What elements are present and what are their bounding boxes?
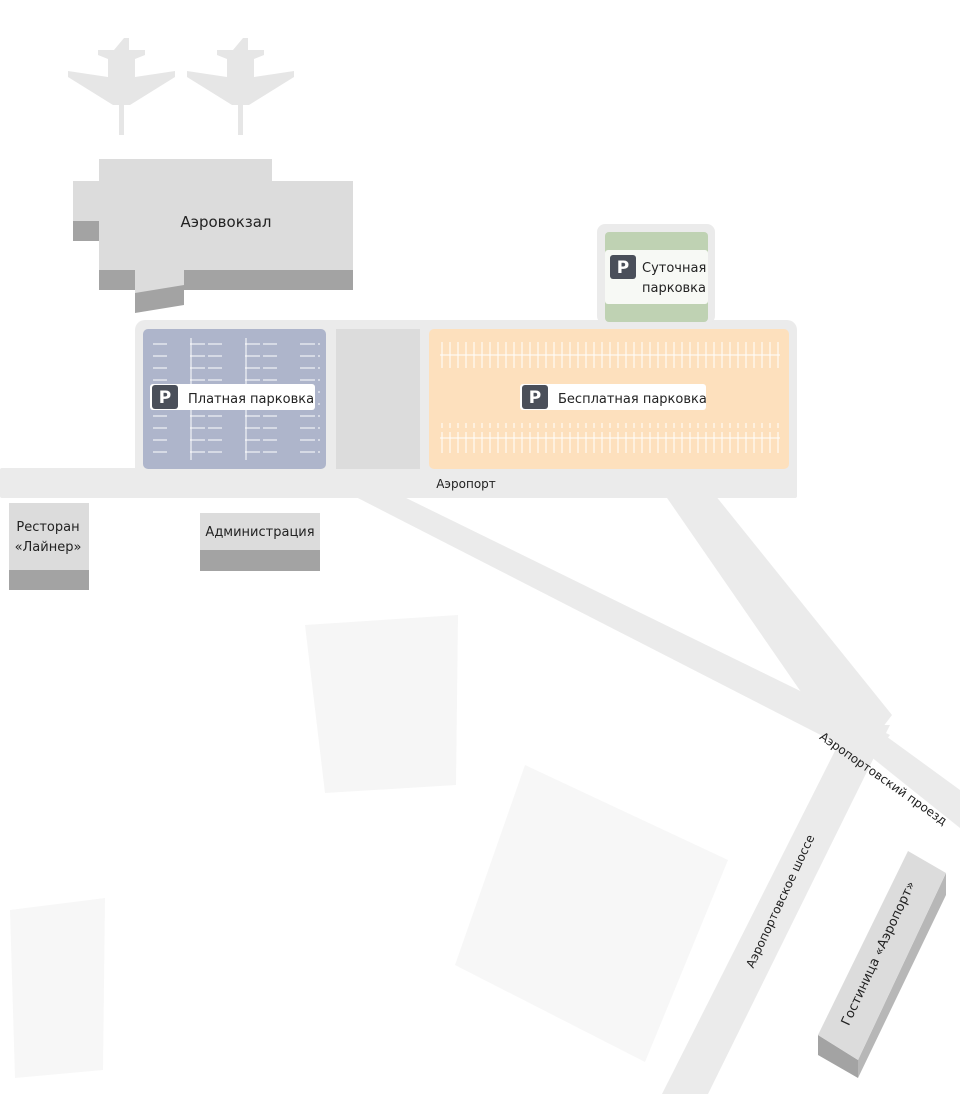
parking-icon-letter: P	[529, 388, 541, 408]
daily-parking-text-line2: парковка	[642, 281, 706, 296]
administration-building: Администрация	[200, 513, 320, 571]
airplane-icon	[68, 38, 175, 135]
street-label-airport-highway: Аэропортовское шоссе	[743, 833, 817, 971]
administration-label: Администрация	[205, 525, 314, 540]
terminal-label: Аэровокзал	[180, 213, 271, 231]
free-parking-text: Бесплатная парковка	[558, 392, 707, 407]
background-blocks	[10, 615, 728, 1078]
daily-parking-label[interactable]: P Суточная парковка	[605, 250, 708, 304]
terminal-building: Аэровокзал	[73, 159, 353, 313]
parking-icon-letter: P	[617, 258, 629, 278]
parking-icon-letter: P	[159, 388, 171, 408]
airplane-icon	[187, 38, 294, 135]
restaurant-building: Ресторан «Лайнер»	[9, 503, 89, 590]
hotel-building: Гостиница «Аэропорт»	[818, 851, 946, 1078]
parking-icon	[522, 385, 548, 409]
free-parking-label[interactable]: P Бесплатная парковка	[520, 384, 707, 410]
free-parking[interactable]	[429, 329, 789, 469]
paid-parking-label[interactable]: P Платная парковка	[150, 384, 315, 410]
daily-parking-text-line1: Суточная	[642, 261, 706, 276]
restaurant-label-line1: Ресторан	[16, 520, 79, 535]
restaurant-label-line2: «Лайнер»	[15, 540, 82, 555]
parking-divider-area	[336, 329, 420, 469]
street-label-airport: Аэропорт	[436, 477, 496, 491]
parking-icon	[610, 255, 636, 279]
parking-icon	[152, 385, 178, 409]
paid-parking-text: Платная парковка	[188, 392, 314, 407]
